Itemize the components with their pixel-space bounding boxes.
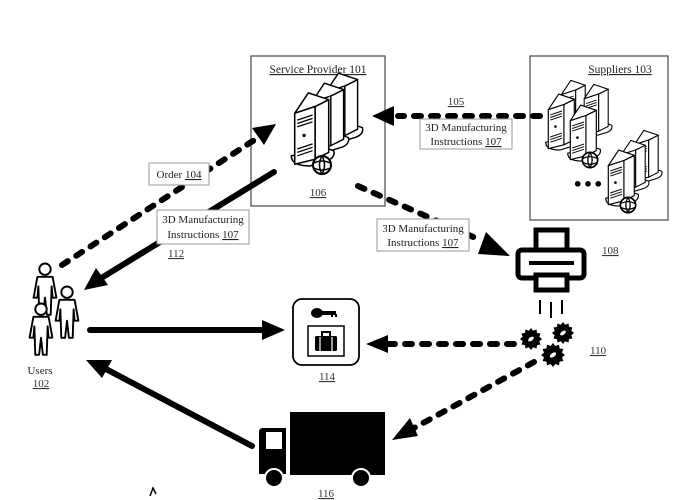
gears-node: 110 bbox=[520, 322, 607, 367]
arrowhead-icon bbox=[262, 320, 285, 340]
kiosk-ref: 114 bbox=[319, 371, 336, 383]
service-provider-frame bbox=[250, 55, 386, 207]
kiosk-node: 114 bbox=[292, 298, 360, 383]
printer-node: 108 bbox=[515, 227, 619, 318]
key-icon bbox=[311, 308, 337, 318]
gear-hole bbox=[528, 336, 534, 342]
arrowhead-icon bbox=[252, 124, 276, 145]
arrowhead-icon bbox=[86, 360, 112, 378]
edge-gears-to-kiosk bbox=[366, 335, 517, 353]
svg-text:Order 104: Order 104 bbox=[157, 169, 202, 181]
gear-hole bbox=[549, 352, 557, 358]
delivery-truck-icon bbox=[259, 412, 385, 488]
gear-hole bbox=[560, 330, 566, 336]
svg-text:3D Manufacturing: 3D Manufacturing bbox=[382, 223, 464, 235]
stray-mark bbox=[149, 486, 157, 497]
edge-suppliers-to-provider bbox=[372, 106, 543, 126]
server-stack-icon bbox=[290, 72, 364, 175]
instructions-to-users-label: 3D Manufacturing Instructions 107 bbox=[156, 209, 250, 245]
edge-ref-112: 112 bbox=[168, 248, 184, 260]
edge-order bbox=[59, 124, 276, 268]
suppliers-instructions-label: 3D Manufacturing Instructions 107 bbox=[419, 118, 513, 150]
users-node: Users 102 bbox=[27, 262, 80, 390]
svg-text:Instructions 107: Instructions 107 bbox=[387, 237, 459, 249]
edge-users-to-kiosk bbox=[87, 320, 285, 340]
arrowhead-icon bbox=[392, 418, 418, 440]
printer-icon bbox=[515, 227, 587, 318]
users-label: Users bbox=[27, 365, 52, 377]
arrowhead-icon bbox=[84, 268, 108, 290]
people-icon bbox=[28, 262, 80, 356]
order-label: Order 104 bbox=[148, 162, 210, 186]
edge-ref-105: 105 bbox=[448, 96, 465, 108]
service-provider-node: Service Provider 101 106 bbox=[250, 55, 386, 207]
printer-ref: 108 bbox=[602, 245, 619, 257]
svg-text:3D Manufacturing: 3D Manufacturing bbox=[425, 122, 507, 134]
svg-text:3D Manufacturing: 3D Manufacturing bbox=[162, 214, 244, 226]
luggage-icon bbox=[307, 325, 345, 357]
server-ref-label: 106 bbox=[310, 187, 327, 199]
more-suppliers-ellipsis: ••• bbox=[573, 175, 604, 194]
suppliers-frame bbox=[529, 55, 669, 221]
service-provider-title: Service Provider 101 bbox=[269, 64, 366, 76]
server-stack-icon bbox=[545, 79, 663, 214]
gears-ref: 110 bbox=[590, 345, 607, 357]
arrowhead-icon bbox=[372, 106, 394, 126]
truck-node: 116 bbox=[259, 412, 385, 500]
arrowhead-icon bbox=[366, 335, 388, 353]
suppliers-title: Suppliers 103 bbox=[588, 64, 652, 76]
users-ref: 102 bbox=[33, 378, 50, 390]
suppliers-node: Suppliers 103 ••• bbox=[529, 55, 669, 221]
gears-icon bbox=[520, 322, 574, 367]
edge-gears-to-truck bbox=[392, 359, 537, 440]
edge-truck-to-users bbox=[86, 360, 255, 449]
svg-text:Instructions 107: Instructions 107 bbox=[430, 136, 502, 148]
printer-instructions-label: 3D Manufacturing Instructions 107 bbox=[376, 218, 470, 252]
arrowhead-icon bbox=[478, 232, 510, 256]
svg-text:Instructions 107: Instructions 107 bbox=[167, 229, 239, 241]
truck-ref: 116 bbox=[318, 488, 335, 500]
